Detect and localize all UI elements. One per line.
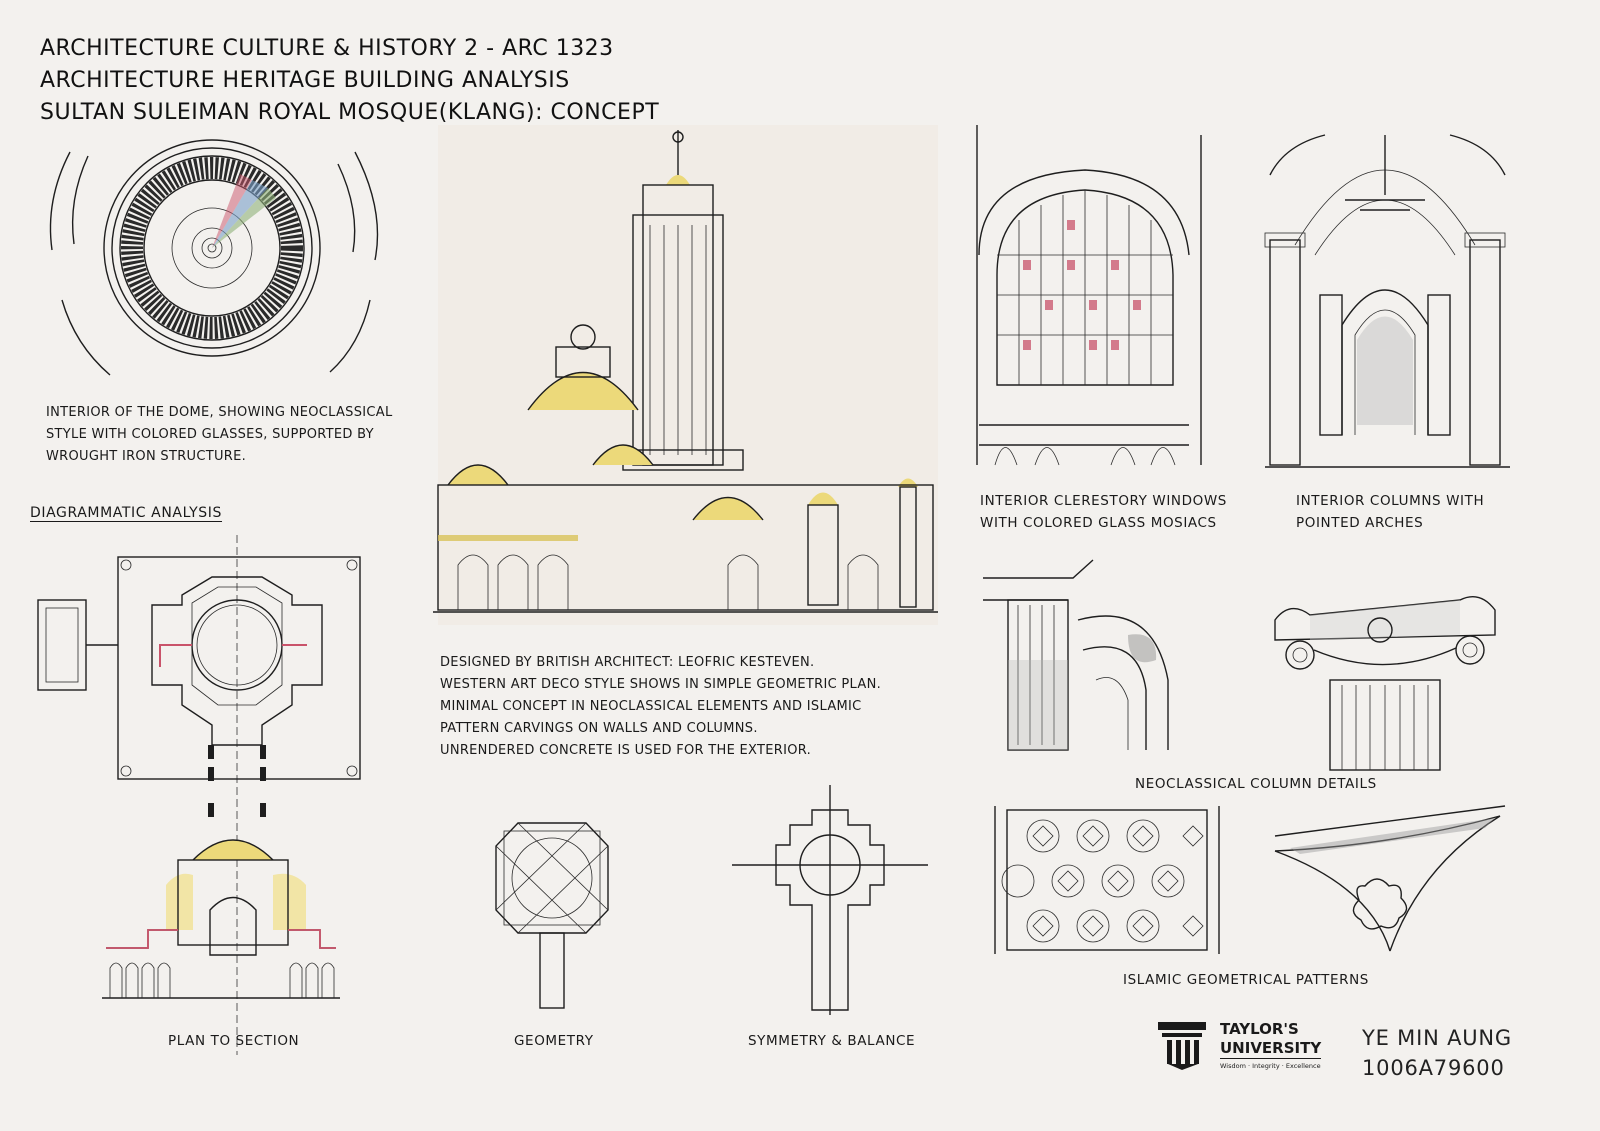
- dome-note: INTERIOR OF THE DOME, SHOWING NEOCLASSIC…: [46, 402, 393, 468]
- course-title: ARCHITECTURE CULTURE & HISTORY 2 - ARC 1…: [40, 36, 614, 61]
- plan-to-section-caption: PLAN TO SECTION: [168, 1033, 300, 1049]
- dome-note-line: WROUGHT IRON STRUCTURE.: [46, 449, 247, 464]
- clerestory-window-drawing: [976, 125, 1202, 466]
- student-id: 1006A79600: [1362, 1056, 1505, 1080]
- pillar-logo-icon: [1158, 1022, 1206, 1070]
- columns-caption-line: POINTED ARCHES: [1296, 515, 1424, 531]
- column-capital-detail-right: [1274, 596, 1496, 771]
- diagrammatic-analysis-heading: DIAGRAMMATIC ANALYSIS: [30, 505, 223, 521]
- islamic-pattern-spandrel-drawing: [1274, 805, 1506, 952]
- section-drawing: [102, 839, 340, 999]
- columns-caption: INTERIOR COLUMNS WITH POINTED ARCHES: [1296, 490, 1484, 534]
- logo-tagline: Wisdom · Integrity · Excellence: [1220, 1062, 1321, 1070]
- islamic-caption: ISLAMIC GEOMETRICAL PATTERNS: [1123, 972, 1369, 988]
- logo-line-2: UNIVERSITY: [1220, 1039, 1322, 1059]
- clerestory-caption-line: WITH COLORED GLASS MOSIACS: [980, 515, 1217, 531]
- neoclassical-caption: NEOCLASSICAL COLUMN DETAILS: [1135, 776, 1377, 792]
- design-note-line: DESIGNED BY BRITISH ARCHITECT: LEOFRIC K…: [440, 655, 815, 670]
- geometry-diagram: [495, 822, 609, 1009]
- floor-plan-drawing: [37, 535, 361, 1055]
- islamic-pattern-screen-drawing: [994, 806, 1220, 954]
- column-capital-detail-left: [983, 559, 1169, 751]
- design-note: DESIGNED BY BRITISH ARCHITECT: LEOFRIC K…: [440, 652, 881, 762]
- page-title: SULTAN SULEIMAN ROYAL MOSQUE(KLANG): CON…: [40, 100, 660, 125]
- clerestory-caption: INTERIOR CLERESTORY WINDOWS WITH COLORED…: [980, 490, 1227, 534]
- geometry-caption: GEOMETRY: [514, 1033, 594, 1049]
- dome-note-line: STYLE WITH COLORED GLASSES, SUPPORTED BY: [46, 427, 374, 442]
- design-note-line: UNRENDERED CONCRETE IS USED FOR THE EXTE…: [440, 743, 812, 758]
- design-note-line: WESTERN ART DECO STYLE SHOWS IN SIMPLE G…: [440, 677, 882, 692]
- design-note-line: MINIMAL CONCEPT IN NEOCLASSICAL ELEMENTS…: [440, 699, 862, 714]
- dome-note-line: INTERIOR OF THE DOME, SHOWING NEOCLASSIC…: [46, 405, 393, 420]
- assignment-title: ARCHITECTURE HERITAGE BUILDING ANALYSIS: [40, 68, 570, 93]
- symmetry-diagram: [732, 785, 928, 1015]
- columns-caption-line: INTERIOR COLUMNS WITH: [1296, 493, 1485, 509]
- dome-interior-drawing: [49, 139, 379, 376]
- clerestory-caption-line: INTERIOR CLERESTORY WINDOWS: [980, 493, 1227, 509]
- author-name: YE MIN AUNG: [1362, 1026, 1512, 1050]
- interior-columns-drawing: [1264, 134, 1510, 468]
- symmetry-caption: SYMMETRY & BALANCE: [748, 1033, 916, 1049]
- logo-line-1: TAYLOR'S: [1220, 1020, 1299, 1038]
- mosque-elevation-drawing: [433, 125, 938, 625]
- design-note-line: PATTERN CARVINGS ON WALLS AND COLUMNS.: [440, 721, 758, 736]
